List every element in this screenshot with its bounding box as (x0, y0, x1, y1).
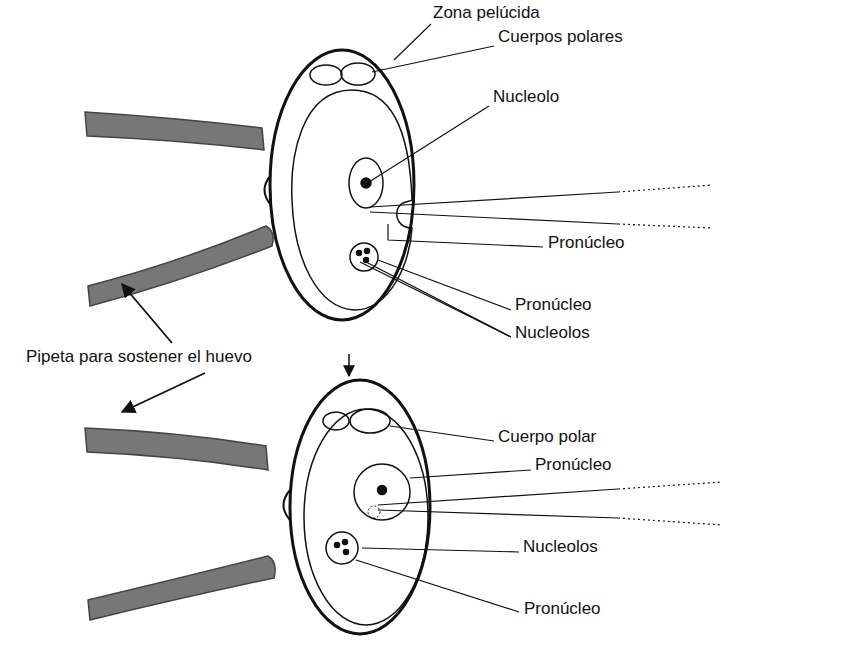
part-label: Cuerpos polares (497, 28, 624, 47)
part-label: Nucleolos (514, 324, 591, 343)
part-label: Pronúcleo (523, 600, 602, 619)
part-label: Pronúcleo (547, 234, 626, 253)
part-label: Zona pelúcida (432, 4, 541, 23)
part-label: Nucleolos (522, 538, 599, 557)
part-label: Cuerpo polar (497, 428, 597, 447)
part-label: Pronúcleo (514, 296, 593, 315)
leader-lines (356, 24, 543, 612)
part-label: Nucleolo (492, 88, 560, 107)
part-label: Pipeta para sostener el huevo (25, 348, 253, 367)
part-label: Pronúcleo (534, 456, 613, 475)
